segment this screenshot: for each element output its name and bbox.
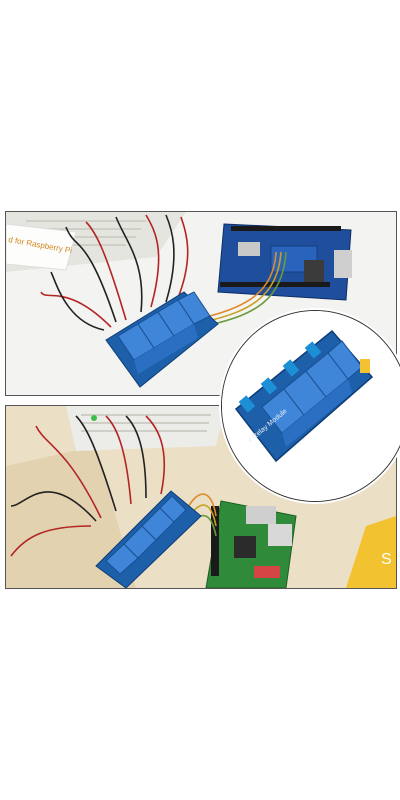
relay-closeup: 4 Relay Module	[222, 311, 400, 501]
chip	[304, 260, 324, 282]
wood-surface	[6, 446, 136, 588]
relay-closeup-circle: 4 Relay Module	[221, 310, 400, 502]
jumper-cap	[360, 359, 370, 373]
jumper-wires	[40, 214, 287, 331]
raspberry-pi-board	[205, 500, 297, 588]
breadboard	[66, 406, 226, 451]
relay-module-closeup: 4 Relay Module	[234, 329, 374, 463]
screw-terminals	[238, 341, 322, 413]
book	[6, 223, 77, 271]
led-green	[91, 415, 97, 421]
usb-port	[238, 242, 260, 256]
yellow-corner	[346, 516, 396, 588]
top-photo-panel: d for Raspberry Pi	[5, 211, 397, 396]
relay-module-top	[105, 291, 219, 388]
soc-chip	[234, 536, 256, 558]
gpio-header	[211, 506, 219, 576]
arduino-relay-scene: d for Raspberry Pi	[6, 212, 396, 395]
relay-module-bottom	[95, 490, 202, 588]
usb-ports	[246, 506, 276, 524]
corner-text: S	[381, 551, 392, 568]
header-pins	[231, 226, 341, 231]
jumper-wires	[10, 415, 217, 557]
